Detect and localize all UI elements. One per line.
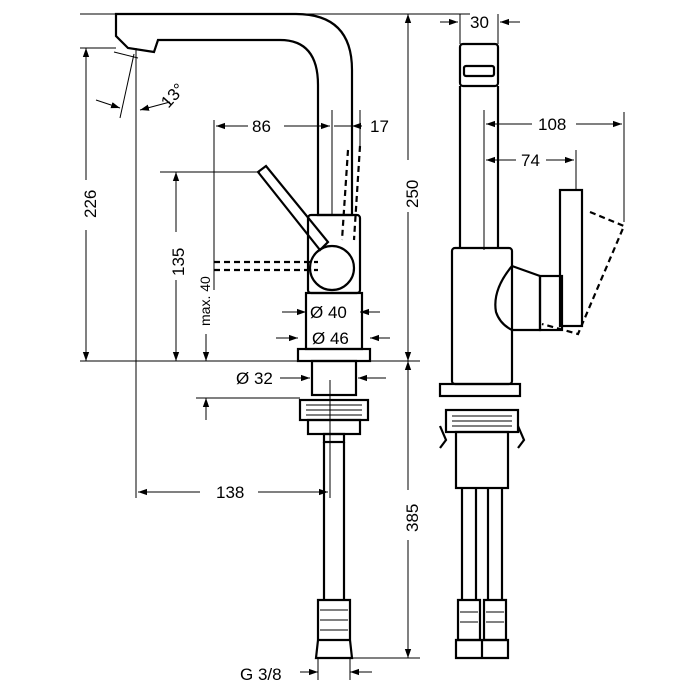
supply-hose [322,442,346,600]
dim-250: 250 [403,180,422,208]
side-aerator [462,64,496,78]
side-30-ext [459,14,499,44]
angle-arrow-right [139,101,171,111]
front-view: 13° 86 17 226 135 max. 40 250 385 [80,12,470,684]
side-lever-base [538,274,564,332]
spout-tip [153,39,159,53]
side-base [438,382,522,398]
dim-74: 74 [521,151,540,170]
hose-fitting-knurl [320,609,348,631]
side-handle-joint [494,264,542,332]
base-plate [296,347,372,363]
side-lever-ghost [541,210,626,336]
side-hose-fittings [456,598,508,642]
thread-label: G 3/8 [240,665,282,684]
side-hose-nuts [454,638,510,660]
side-hose-left [460,488,478,600]
nut-pin [322,432,346,444]
nut-lower [306,418,362,436]
dim-17-ext [331,110,361,215]
dia40-label: Ø 40 [310,303,347,322]
nut-thread [306,404,362,416]
side-fitting-knurl [460,611,504,623]
angle-label: 13° [157,80,188,112]
dim-385: 385 [403,504,422,532]
dim-17: 17 [370,117,389,136]
hose-fitting [314,598,354,660]
angle-arrow-left [95,99,121,109]
dim-86: 86 [252,117,271,136]
dim-max40: max. 40 [197,276,213,326]
dim-226: 226 [81,190,100,218]
thread-ext [317,658,351,680]
dia32-label: Ø 32 [236,369,273,388]
lever-handle [256,164,330,252]
shank [310,359,358,397]
dim-138: 138 [216,483,244,502]
lever-horizontal-ghost [214,260,318,272]
side-hose-right [486,488,504,600]
side-spout-column [458,86,500,248]
side-nut-thread [452,415,512,427]
spout [114,12,354,217]
dim-30: 30 [470,13,489,32]
dim-108: 108 [538,115,566,134]
side-lever [558,188,584,328]
dia46-label: Ø 46 [312,329,349,348]
lever-vertical-ghost [340,145,362,241]
side-clamp [438,425,526,449]
angle-ref [113,51,139,59]
angle-leg [119,53,135,119]
side-body [450,246,514,386]
side-spout-top [458,42,500,88]
handle-hub [308,244,356,292]
side-lower-body [454,430,510,490]
dim-135: 135 [169,248,188,276]
side-view: 30 108 74 [438,13,626,660]
